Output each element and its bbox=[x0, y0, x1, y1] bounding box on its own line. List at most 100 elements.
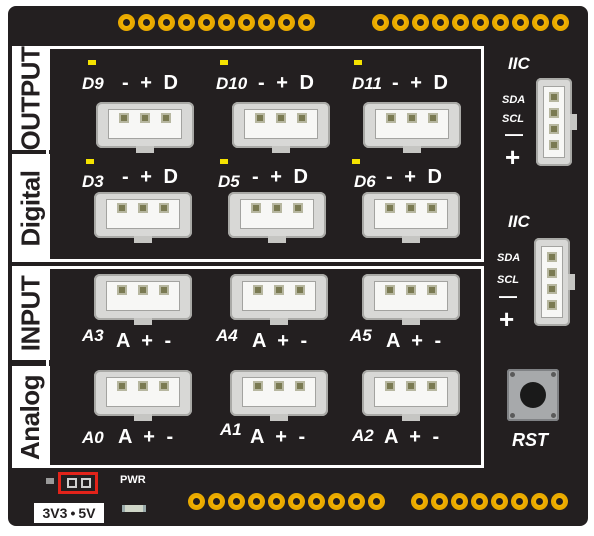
port-pins-a5: A + - bbox=[386, 330, 442, 352]
header-pin bbox=[188, 493, 205, 510]
header-pin bbox=[308, 493, 325, 510]
iic-title-1: IIC bbox=[508, 54, 530, 73]
top-header-left bbox=[118, 14, 315, 31]
header-pin bbox=[248, 493, 265, 510]
header-pin bbox=[258, 14, 275, 31]
header-pin bbox=[392, 14, 409, 31]
voltage-5v: 5V bbox=[78, 505, 96, 521]
header-pin bbox=[118, 14, 135, 31]
iic-minus-2: — bbox=[499, 286, 517, 306]
header-pin bbox=[451, 493, 468, 510]
connector-a3[interactable] bbox=[94, 274, 192, 325]
header-pin bbox=[552, 14, 569, 31]
port-label-a4: A4 bbox=[216, 326, 238, 345]
port-pins-d5: - + D bbox=[252, 166, 308, 188]
header-pin bbox=[532, 14, 549, 31]
header-pin bbox=[158, 14, 175, 31]
connector-d10[interactable] bbox=[232, 102, 330, 153]
port-label-a1: A1 bbox=[220, 420, 242, 439]
status-led bbox=[220, 60, 228, 65]
header-pin bbox=[288, 493, 305, 510]
status-led bbox=[86, 159, 94, 164]
connector-iic-2[interactable] bbox=[534, 238, 575, 326]
connector-d3[interactable] bbox=[94, 192, 192, 243]
header-pin bbox=[328, 493, 345, 510]
voltage-jumper[interactable] bbox=[58, 472, 98, 494]
port-pins-d9: - + D bbox=[122, 72, 178, 94]
header-pin bbox=[218, 14, 235, 31]
connector-a1[interactable] bbox=[230, 370, 328, 421]
output-section-label: OUTPUT bbox=[12, 46, 50, 150]
header-pin bbox=[452, 14, 469, 31]
port-label-a3: A3 bbox=[82, 326, 104, 345]
iic-sda-1: SDA bbox=[502, 94, 526, 106]
header-pin bbox=[431, 493, 448, 510]
port-pins-a1: A + - bbox=[250, 426, 306, 448]
header-pin bbox=[432, 14, 449, 31]
header-pin bbox=[472, 14, 489, 31]
analog-section-label: Analog bbox=[12, 366, 50, 468]
reset-button-cap bbox=[520, 382, 546, 408]
header-pin bbox=[238, 14, 255, 31]
iic-plus-2: + bbox=[499, 304, 515, 334]
port-pins-d11: - + D bbox=[392, 72, 448, 94]
connector-a0[interactable] bbox=[94, 370, 192, 421]
input-section-label: INPUT bbox=[12, 266, 50, 360]
header-pin bbox=[348, 493, 365, 510]
header-pin bbox=[512, 14, 529, 31]
voltage-3v3: 3V3 bbox=[42, 505, 68, 521]
bottom-header-left bbox=[188, 493, 385, 510]
header-pin bbox=[178, 14, 195, 31]
port-label-d11: D11 bbox=[352, 74, 382, 93]
iic-plus-1: + bbox=[505, 142, 521, 172]
bottom-header-right bbox=[411, 493, 568, 510]
iic-scl-2: SCL bbox=[497, 274, 519, 286]
iic-sda-2: SDA bbox=[497, 252, 521, 264]
header-pin bbox=[491, 493, 508, 510]
status-led bbox=[220, 159, 228, 164]
iic-minus-1: — bbox=[505, 124, 523, 144]
connector-d9[interactable] bbox=[96, 102, 194, 153]
header-pin bbox=[531, 493, 548, 510]
voltage-separator: • bbox=[70, 505, 76, 521]
connector-a5[interactable] bbox=[362, 274, 460, 325]
port-pins-a3: A + - bbox=[116, 330, 172, 352]
reset-label: RST bbox=[512, 430, 548, 450]
digital-section-label: Digital bbox=[12, 154, 50, 262]
header-pin bbox=[551, 493, 568, 510]
digital-label-text: Digital bbox=[15, 170, 46, 246]
connector-d6[interactable] bbox=[362, 192, 460, 243]
header-pin bbox=[278, 14, 295, 31]
power-led bbox=[122, 505, 146, 512]
port-pins-d10: - + D bbox=[258, 72, 314, 94]
connector-d5[interactable] bbox=[228, 192, 326, 243]
port-pins-a2: A + - bbox=[384, 426, 440, 448]
port-label-d10: D10 bbox=[216, 74, 248, 93]
header-pin bbox=[511, 493, 528, 510]
connector-a2[interactable] bbox=[362, 370, 460, 421]
port-label-d9: D9 bbox=[82, 74, 104, 93]
header-pin bbox=[208, 493, 225, 510]
connector-a4[interactable] bbox=[230, 274, 328, 325]
output-label-text: OUTPUT bbox=[15, 46, 46, 150]
header-pin bbox=[368, 493, 385, 510]
port-label-d5: D5 bbox=[218, 172, 240, 191]
connector-d11[interactable] bbox=[363, 102, 461, 153]
header-pin bbox=[411, 493, 428, 510]
power-label: PWR bbox=[120, 474, 146, 486]
port-pins-d6: - + D bbox=[386, 166, 442, 188]
voltage-selector-label: 3V3 • 5V bbox=[34, 503, 104, 523]
header-pin bbox=[372, 14, 389, 31]
header-pin bbox=[138, 14, 155, 31]
port-label-a2: A2 bbox=[352, 426, 374, 445]
jumper-pads bbox=[46, 478, 54, 484]
port-label-d3: D3 bbox=[82, 172, 104, 191]
reset-button[interactable] bbox=[507, 369, 559, 421]
port-label-a0: A0 bbox=[82, 428, 104, 447]
iic-scl-1: SCL bbox=[502, 113, 524, 125]
iic-title-2: IIC bbox=[508, 212, 530, 231]
connector-iic-1[interactable] bbox=[536, 78, 577, 166]
port-pins-a4: A + - bbox=[252, 330, 308, 352]
port-label-a5: A5 bbox=[350, 326, 372, 345]
header-pin bbox=[471, 493, 488, 510]
